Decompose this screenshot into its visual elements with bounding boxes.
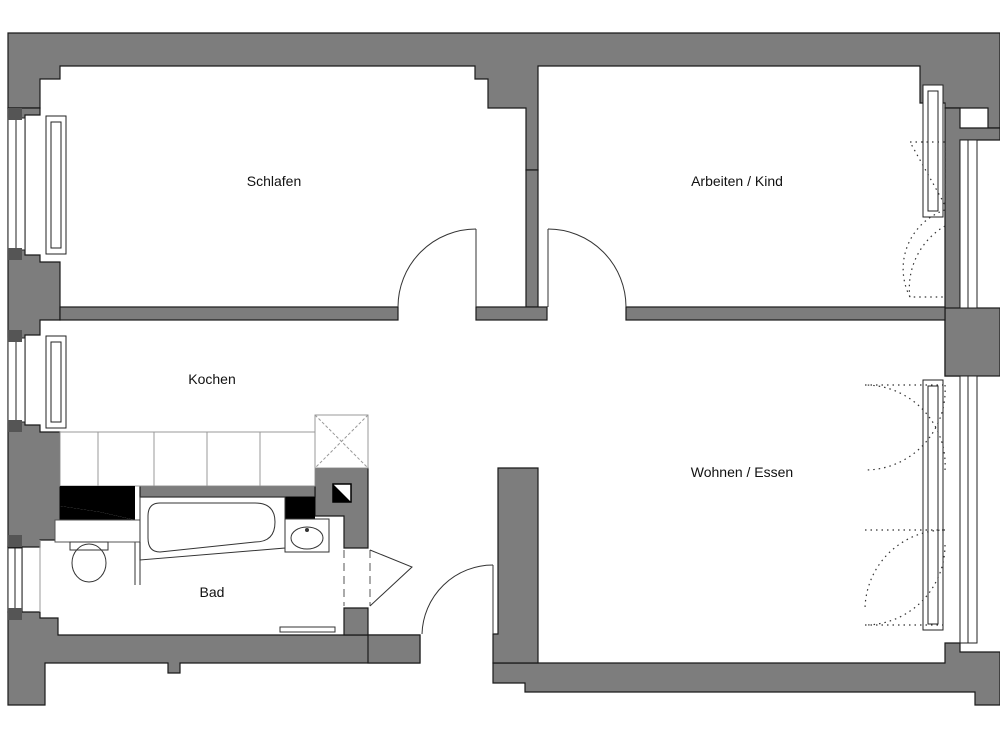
room-label-schlafen: Schlafen [247,173,301,189]
wall-between-bedrooms [525,169,539,308]
wall-bottom-right [492,642,1000,706]
wall-hall-stub [475,306,548,321]
radiator-arbeiten [922,84,944,218]
wall-bath-right [343,607,369,636]
kitchen-counter [59,414,369,487]
wall-wohnen-left [492,467,539,664]
wall-bath-entry [367,634,421,664]
room-label-kochen: Kochen [188,371,235,387]
door-arbeiten [547,228,627,308]
wall-bath-divider [139,485,316,498]
wall-right-pier [944,307,1000,377]
bathtub [139,496,286,561]
room-label-wohnen: Wohnen / Essen [691,464,793,480]
doors [343,141,946,635]
door-bad [343,549,413,607]
bathroom-fixtures [39,483,352,633]
radiators [45,84,944,631]
toilet [69,541,109,583]
wall-arbeiten-wohnen [625,306,946,321]
bath-black-block-left [60,486,135,520]
room-label-bad: Bad [200,584,225,600]
radiator-wohnen [922,379,944,631]
wall-top [7,32,1000,171]
washbasin [284,518,330,553]
door-balcony-arbeiten [902,141,946,299]
walls [7,32,1000,706]
radiator-kochen [45,335,67,429]
wall-left-lower [7,611,421,706]
wall-schlafen-kochen [59,306,399,321]
radiator-schlafen [45,115,67,255]
door-schlafen [397,228,477,308]
door-wohnen [421,564,494,635]
windows [7,108,978,644]
door-balcony-wohnen [864,384,946,626]
room-label-arbeiten: Arbeiten / Kind [691,173,783,189]
towel-bar [279,626,336,633]
